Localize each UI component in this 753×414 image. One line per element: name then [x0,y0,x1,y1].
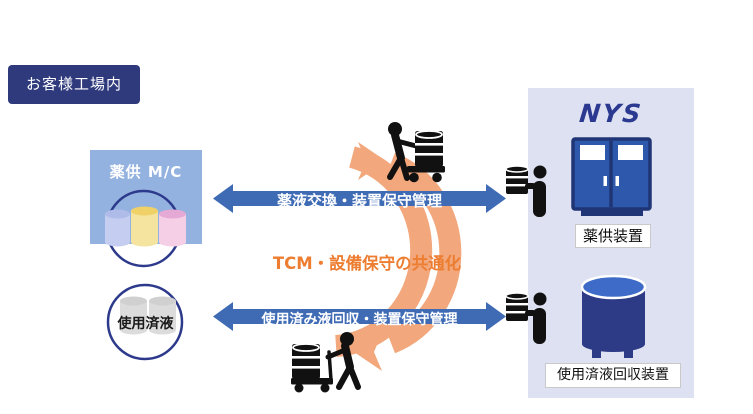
drum-and-worker-icon [505,165,547,217]
recovery-device-label: 使用済液回収装置 [545,363,681,388]
worker-pushing-cart-icon [387,122,445,183]
nys-logo: NYS [577,99,645,128]
chemical-exchange-arrow [213,184,506,213]
drum-and-worker-icon [505,292,547,344]
recovery-tank-icon [580,274,647,358]
worker-pulling-cart-icon [291,332,361,393]
cycle-arrowhead-left-icon [354,333,382,371]
used-liquid-label: 使用済液 [117,316,174,332]
chemical-exchange-arrow-label: 薬液交換・装置保守管理 [276,192,442,210]
cycle-arrowhead-right-icon [358,142,386,180]
circular-arrows-icon [335,142,462,371]
used-liquid-recovery-arrow-label: 使用済み液回収・装置保守管理 [261,312,458,328]
supply-device-label: 薬供装置 [575,224,651,248]
chemical-cylinders-icon [105,189,186,268]
customer-area-tag: お客様工場内 [8,65,140,104]
chemical-supply-machine-label: 薬供 M/C [109,163,183,181]
chemical-supply-cabinet-icon [571,137,652,216]
used-liquid-recovery-arrow [213,302,506,331]
cycle-center-message: TCM・設備保守の共通化 [272,254,462,273]
used-liquid-cylinders-icon [106,283,184,361]
